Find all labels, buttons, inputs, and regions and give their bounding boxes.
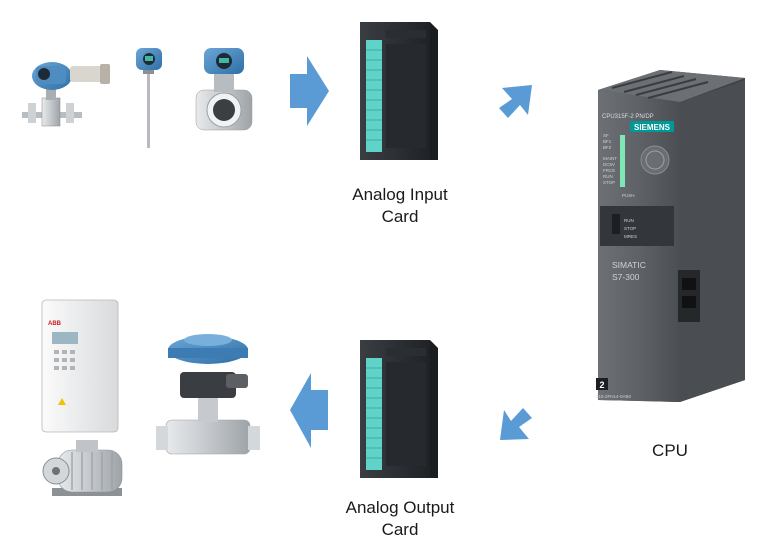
led-label-run: RUN bbox=[603, 174, 613, 179]
cpu-module: CPU315F-2 PN/DP SIEMENS SF BF1 BF2 MAINT… bbox=[596, 70, 745, 402]
cpu-push-label: PUSH bbox=[622, 193, 635, 198]
led-label-sf: SF bbox=[603, 133, 609, 138]
simatic-text: SIMATIC bbox=[612, 260, 646, 270]
led-label-frce: FRCE bbox=[603, 168, 615, 173]
led-label-dc5v: DC5V bbox=[603, 162, 615, 167]
cpu-vent-slots bbox=[611, 71, 709, 99]
arrow-output-to-actuators bbox=[290, 373, 328, 448]
analog-input-label-line1: Analog Input bbox=[352, 185, 448, 204]
cpu-model-text: CPU315F-2 PN/DP bbox=[602, 114, 654, 120]
input-card-channel-leds bbox=[366, 49, 382, 141]
led-label-maint: MAINT bbox=[603, 156, 617, 161]
led-label-stop: STOP bbox=[603, 180, 615, 185]
arrow-cpu-to-output bbox=[500, 408, 532, 440]
level-probe-icon bbox=[136, 48, 162, 148]
cpu-slot-badge bbox=[596, 378, 608, 390]
analog-output-label-line1: Analog Output bbox=[345, 498, 455, 517]
analog-input-card bbox=[360, 22, 438, 160]
cpu-mode-switch bbox=[612, 214, 620, 234]
cpu-tuv-seal-icon bbox=[640, 145, 670, 175]
arrow-input-to-cpu bbox=[499, 85, 532, 118]
mode-mres-label: MRES bbox=[624, 234, 637, 239]
analog-input-label-line2: Card bbox=[381, 207, 419, 226]
flow-meter-icon bbox=[195, 48, 253, 131]
mode-stop-label: STOP bbox=[624, 226, 636, 231]
control-valve-icon bbox=[156, 334, 260, 455]
vfd-drive-icon: ABB bbox=[41, 299, 119, 433]
cpu-front-door bbox=[600, 206, 674, 246]
analog-output-label-line2: Card bbox=[381, 520, 419, 539]
arrow-sensors-to-input bbox=[290, 56, 329, 126]
pressure-transmitter-icon bbox=[22, 62, 110, 127]
s7-300-text: S7-300 bbox=[612, 272, 640, 282]
siemens-brand-text: SIEMENS bbox=[634, 123, 671, 132]
electric-motor-icon bbox=[42, 440, 123, 496]
cpu-label: CPU bbox=[630, 440, 710, 462]
vfd-brand-mark: ABB bbox=[48, 321, 62, 327]
mode-run-label: RUN bbox=[624, 218, 634, 223]
led-label-bf1: BF1 bbox=[603, 139, 612, 144]
analog-input-label: Analog Input Card bbox=[320, 184, 480, 228]
analog-output-label: Analog Output Card bbox=[320, 497, 480, 541]
analog-output-card bbox=[360, 340, 438, 478]
siemens-logo-plate bbox=[630, 121, 674, 132]
cpu-status-led-bar bbox=[620, 135, 625, 187]
output-card-channel-leds bbox=[366, 367, 382, 459]
led-label-bf2: BF2 bbox=[603, 145, 612, 150]
cpu-label-text: CPU bbox=[652, 441, 688, 460]
cpu-slot-number: 2 bbox=[599, 380, 604, 390]
cpu-order-number: 315-2FH14-0AB0 bbox=[596, 394, 632, 399]
